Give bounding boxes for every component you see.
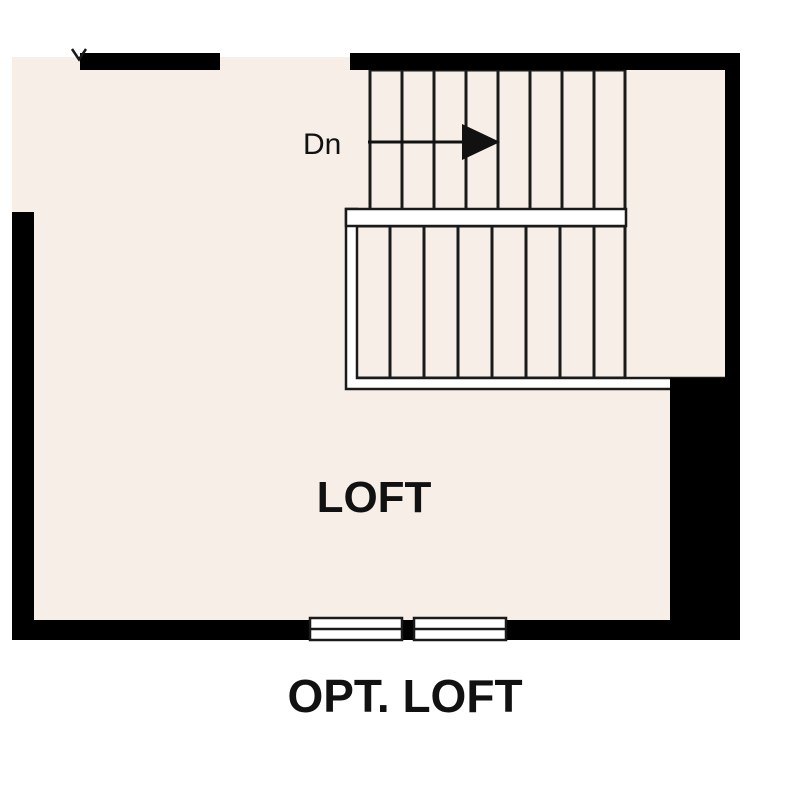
left-wall (12, 212, 34, 640)
window-left (308, 616, 404, 642)
top-wall-right-segment (350, 53, 740, 70)
right-wall-upper (725, 53, 740, 378)
lower-stair-treads (388, 226, 596, 378)
arrow-head (462, 124, 500, 160)
plan-caption: OPT. LOFT (287, 670, 522, 722)
top-wall-left-segment (80, 53, 220, 70)
stair-middle-railing (344, 207, 628, 228)
corner-tick-mark (70, 48, 88, 62)
right-wall-lower (670, 378, 740, 640)
staircase-group (344, 68, 728, 391)
stair-direction-label: Dn (303, 128, 341, 161)
window-right (412, 616, 508, 642)
stair-direction-arrow (368, 124, 500, 160)
windows-group (308, 616, 508, 642)
room-label-loft: LOFT (317, 473, 432, 522)
markers-group (70, 48, 88, 62)
